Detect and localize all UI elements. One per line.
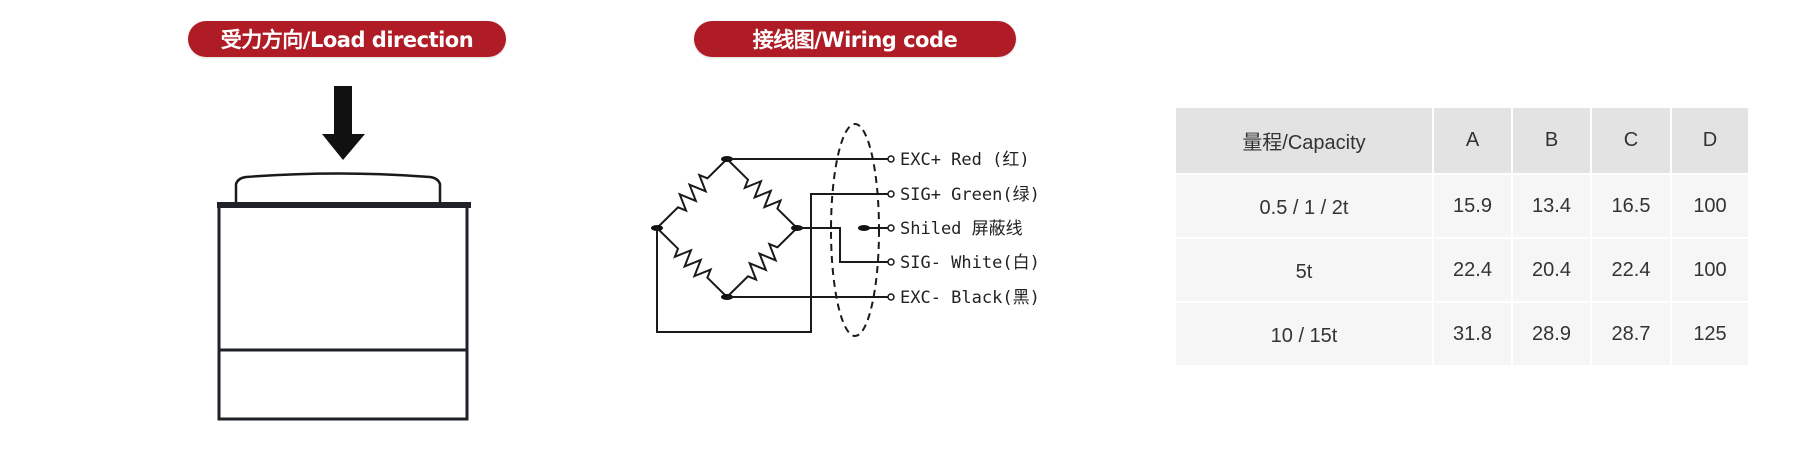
cell-b: 28.9 [1513, 303, 1590, 365]
wire-label-shield: Shiled 屏蔽线 [900, 219, 1023, 239]
wire-label-exc-plus: EXC+ Red (红) [900, 150, 1030, 170]
table-row: 5t 22.4 20.4 22.4 100 [1176, 239, 1748, 301]
wire-label-sig-plus: SIG+ Green(绿) [900, 185, 1040, 205]
table-row: 10 / 15t 31.8 28.9 28.7 125 [1176, 303, 1748, 365]
cell-capacity: 10 / 15t [1176, 303, 1432, 365]
wire-sig-minus [797, 227, 888, 263]
cell-c: 22.4 [1592, 239, 1670, 301]
shield-node [858, 225, 870, 231]
shield-ellipse [830, 123, 880, 337]
cell-d: 100 [1672, 239, 1748, 301]
wiring-code-title-text: 接线图/Wiring code [752, 28, 958, 52]
cell-b: 20.4 [1513, 239, 1590, 301]
resistor-icon [726, 158, 798, 229]
terminal-icon [887, 258, 895, 266]
resistor-icon [656, 158, 728, 229]
wire-sig-plus [656, 193, 888, 333]
header-capacity: 量程/Capacity [1176, 108, 1432, 173]
capacity-table: 量程/Capacity A B C D 0.5 / 1 / 2t 15.9 13… [1174, 106, 1750, 367]
resistor-icon [656, 227, 728, 298]
cell-d: 125 [1672, 303, 1748, 365]
wire-label-sig-minus: SIG- White(白) [900, 253, 1040, 273]
cell-a: 31.8 [1434, 303, 1511, 365]
table-row: 0.5 / 1 / 2t 15.9 13.4 16.5 100 [1176, 175, 1748, 237]
load-direction-title-text: 受力方向/Load direction [220, 28, 474, 52]
wire-label-exc-minus: EXC- Black(黑) [900, 288, 1040, 308]
cell-a: 15.9 [1434, 175, 1511, 237]
wheatstone-bridge [651, 156, 803, 300]
header-d: D [1672, 108, 1748, 173]
load-direction-title: 受力方向/Load direction [188, 21, 506, 57]
wiring-code-title: 接线图/Wiring code [694, 21, 1016, 57]
table-header-row: 量程/Capacity A B C D [1176, 108, 1748, 173]
load-cell-body [217, 204, 469, 421]
terminal-icon [887, 224, 895, 232]
cell-d: 100 [1672, 175, 1748, 237]
load-arrow-icon [322, 86, 365, 160]
cell-b: 13.4 [1513, 175, 1590, 237]
header-a: A [1434, 108, 1511, 173]
header-b: B [1513, 108, 1590, 173]
cell-capacity: 0.5 / 1 / 2t [1176, 175, 1432, 237]
terminal-icon [887, 155, 895, 163]
cell-a: 22.4 [1434, 239, 1511, 301]
wire-labels: EXC+ Red (红) SIG+ Green(绿) Shiled 屏蔽线 SI… [900, 150, 1040, 308]
cell-capacity: 5t [1176, 239, 1432, 301]
cell-c: 28.7 [1592, 303, 1670, 365]
header-c: C [1592, 108, 1670, 173]
wire-lines [656, 155, 895, 333]
resistor-icon [726, 227, 798, 298]
terminal-icon [887, 190, 895, 198]
load-cell-top-cap [234, 172, 442, 205]
terminal-icon [887, 293, 895, 301]
cell-c: 16.5 [1592, 175, 1670, 237]
